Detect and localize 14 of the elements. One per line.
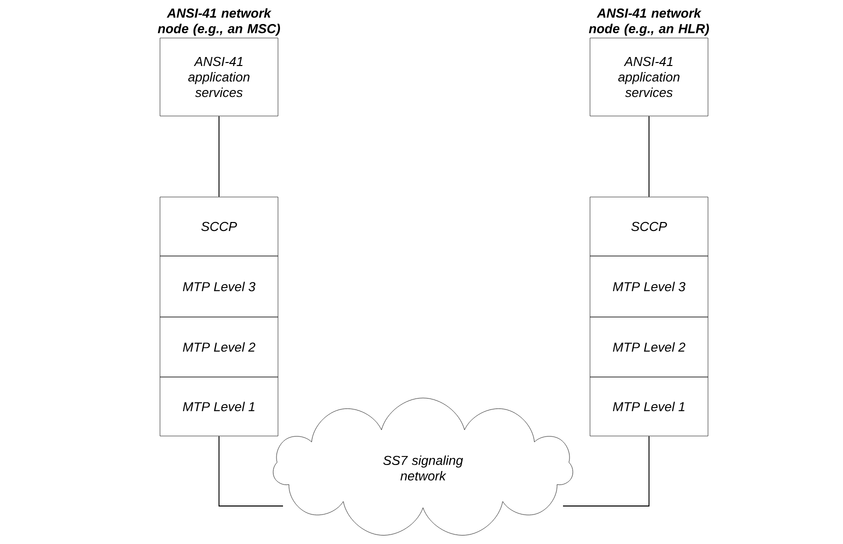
layer-box: MTP Level 3 <box>590 256 708 318</box>
connector-line <box>562 436 650 506</box>
layer-box: MTP Level 2 <box>590 316 708 378</box>
application-box: ANSI-41 application services <box>160 38 278 116</box>
connector-line <box>218 116 220 198</box>
connector-line <box>648 116 650 198</box>
layer-box: SCCP <box>160 196 278 256</box>
layer-box: MTP Level 1 <box>590 376 708 436</box>
connector-line <box>218 436 284 506</box>
application-box: ANSI-41 application services <box>590 38 708 116</box>
layer-box: MTP Level 1 <box>160 376 278 436</box>
layer-box: MTP Level 3 <box>160 256 278 318</box>
layer-box: MTP Level 2 <box>160 316 278 378</box>
layer-box: SCCP <box>590 196 708 256</box>
